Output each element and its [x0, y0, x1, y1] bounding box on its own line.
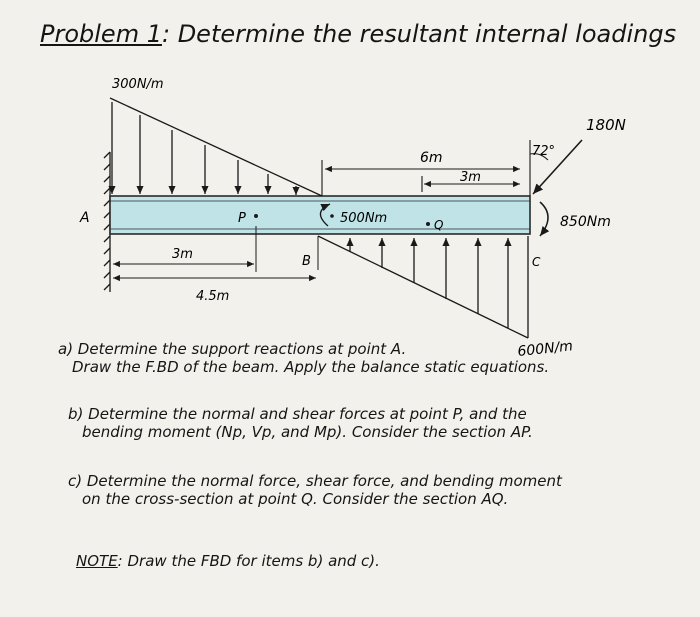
label-dim-3m-top: 3m: [460, 170, 481, 185]
note-label: NOTE: [76, 552, 118, 570]
note: NOTE: Draw the FBD for items b) and c).: [76, 552, 380, 570]
question-b-line1: b) Determine the normal and shear forces…: [68, 405, 527, 423]
label-dim-3m-bottom: 3m: [172, 247, 193, 262]
question-b: b) Determine the normal and shear forces…: [68, 405, 533, 441]
question-c: c) Determine the normal force, shear for…: [68, 472, 562, 508]
label-moment-c: 850Nm: [560, 214, 611, 230]
problem-number: Problem 1: [40, 20, 162, 48]
question-a: a) Determine the support reactions at po…: [58, 340, 549, 376]
dimension-3m-top: [421, 176, 520, 192]
label-point-a: A: [79, 210, 90, 226]
problem-title: Problem 1: Determine the resultant inter…: [40, 20, 676, 48]
title-text: Determine the resultant internal loading…: [177, 20, 677, 48]
top-distributed-load: [108, 97, 323, 197]
label-load-left: 300N/m: [112, 77, 164, 92]
bottom-distributed-load: [317, 235, 529, 339]
label-load-right: 600N/m: [517, 338, 574, 360]
label-dim-6m: 6m: [420, 150, 443, 166]
label-angle: 72°: [532, 144, 555, 159]
note-text: : Draw the FBD for items b) and c).: [117, 552, 380, 570]
force-180n-arrow: [532, 139, 583, 195]
question-b-line2: bending moment (Np, Vp, and Mp). Conside…: [82, 423, 533, 441]
label-point-p: P: [238, 211, 246, 226]
label-dim-45m: 4.5m: [196, 289, 229, 304]
label-point-b: B: [302, 254, 311, 269]
moment-500nm-arc: [319, 203, 331, 227]
title-colon: :: [161, 20, 171, 48]
moment-850nm-arc: [539, 201, 550, 237]
fixed-wall-support: [103, 151, 111, 292]
point-p-dot: [254, 214, 258, 218]
label-moment-mid: 500Nm: [340, 211, 387, 226]
label-force-c: 180N: [586, 116, 626, 134]
question-c-line2: on the cross-section at point Q. Conside…: [82, 490, 509, 508]
question-a-line2: Draw the F.BD of the beam. Apply the bal…: [72, 358, 550, 376]
moment-500nm-dot: [330, 214, 334, 218]
point-q-dot: [426, 222, 430, 226]
angle-arc: [529, 153, 549, 161]
question-c-line1: c) Determine the normal force, shear for…: [68, 472, 562, 490]
label-point-q: Q: [434, 218, 443, 232]
dimension-6m: [321, 160, 520, 196]
label-point-c: C: [532, 255, 541, 269]
question-a-line1: a) Determine the support reactions at po…: [58, 340, 407, 358]
